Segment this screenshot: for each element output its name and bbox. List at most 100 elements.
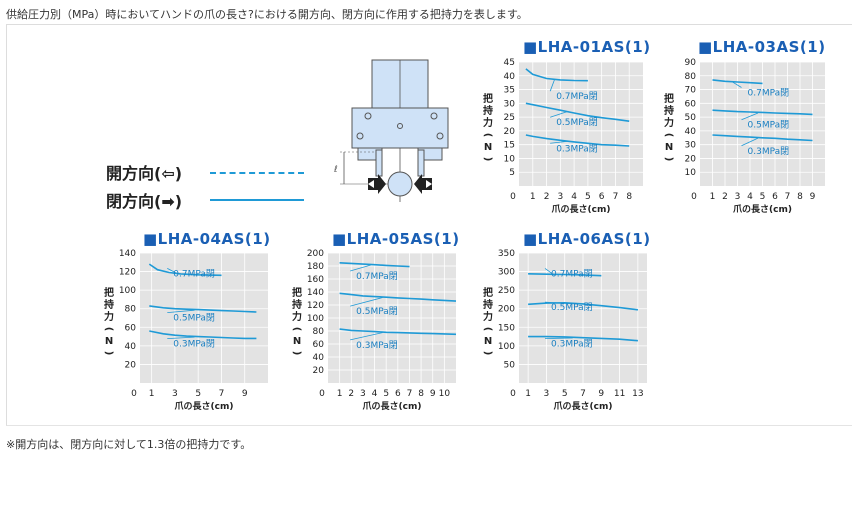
x-tick-label: 9 — [598, 389, 604, 399]
y-tick-label: 25 — [504, 113, 515, 123]
x-tick-label: 1 — [149, 389, 155, 399]
y-axis-label-char: 把 — [483, 286, 493, 299]
y-tick-label: 180 — [307, 262, 324, 272]
x-tick-label: 13 — [632, 389, 643, 399]
y-axis-label-char: 持 — [483, 104, 493, 117]
x-axis-label: 爪の長さ(cm) — [733, 204, 792, 215]
series-label-leader — [732, 81, 742, 88]
y-tick-label: 120 — [307, 301, 324, 311]
gripper-diagram: ℓ — [333, 59, 449, 202]
y-tick-label: 5 — [509, 168, 515, 178]
y-tick-label: 30 — [504, 99, 516, 109]
series-line — [712, 79, 763, 85]
y-axis-label-char: 力 — [664, 116, 674, 129]
x-tick-label: 9 — [242, 389, 248, 399]
x-axis-label: 爪の長さ(cm) — [554, 401, 613, 412]
tick-label-origin: 0 — [510, 389, 516, 399]
y-axis-label-char: N — [105, 336, 113, 347]
x-tick-label: 8 — [797, 192, 803, 202]
x-tick-label: 9 — [810, 192, 816, 202]
y-tick-label: 40 — [125, 342, 137, 352]
y-axis-label-char: 把 — [292, 286, 302, 299]
x-tick-label: 2 — [348, 389, 354, 399]
footnote: ※開方向は、閉方向に対して1.3倍の把持力です。 — [6, 438, 252, 451]
y-tick-label: 80 — [685, 72, 697, 82]
series-label: 0.7MPa閉 — [356, 271, 398, 282]
y-axis-label-char: 力 — [483, 116, 493, 129]
x-tick-label: 8 — [418, 389, 424, 399]
svg-text:ℓ: ℓ — [333, 165, 338, 175]
y-tick-label: 20 — [125, 360, 137, 370]
x-tick-label: 5 — [585, 192, 591, 202]
series-label-leader — [350, 297, 383, 307]
y-axis-label-char: N — [665, 142, 673, 153]
y-axis-label-char: 持 — [483, 298, 493, 311]
y-tick-label: 120 — [119, 268, 136, 278]
y-axis-label-char: 持 — [664, 104, 674, 117]
x-tick-label: 1 — [710, 192, 716, 202]
x-axis-label: 爪の長さ(cm) — [363, 401, 422, 412]
x-tick-label: 3 — [172, 389, 178, 399]
series-label-leader — [741, 112, 759, 121]
x-tick-label: 5 — [195, 389, 201, 399]
y-tick-label: 140 — [307, 288, 324, 298]
y-tick-label: 140 — [119, 249, 136, 259]
x-tick-label: 5 — [760, 192, 766, 202]
series-line — [148, 263, 222, 277]
x-tick-label: 9 — [430, 389, 436, 399]
y-tick-label: 40 — [504, 72, 516, 82]
y-tick-label: 200 — [307, 249, 324, 259]
series-label: 0.3MPa閉 — [356, 340, 398, 351]
x-tick-label: 10 — [439, 389, 451, 399]
series-label: 0.3MPa閉 — [556, 143, 598, 154]
y-axis-label-char: 力 — [483, 310, 493, 323]
x-tick-label: 6 — [599, 192, 605, 202]
series-line — [525, 68, 588, 82]
y-tick-label: 10 — [504, 154, 516, 164]
y-axis-label-char: ) — [663, 157, 674, 162]
workpiece-circle — [387, 171, 413, 197]
series-label-leader — [167, 336, 195, 339]
y-axis-label-char: 把 — [104, 286, 114, 299]
y-tick-label: 10 — [685, 168, 697, 178]
series-label-leader — [350, 332, 383, 341]
x-tick-label: 11 — [614, 389, 625, 399]
series-line — [528, 335, 638, 342]
series-line — [339, 328, 457, 336]
y-axis-label-char: ( — [482, 133, 493, 138]
y-axis-label-char: ) — [482, 351, 493, 356]
x-tick-label: 3 — [544, 389, 550, 399]
y-tick-label: 80 — [313, 327, 325, 337]
y-axis-label-char: N — [484, 336, 492, 347]
y-tick-label: 80 — [125, 305, 137, 315]
x-tick-label: 7 — [407, 389, 413, 399]
y-axis-label-char: ) — [291, 351, 302, 356]
x-tick-label: 6 — [772, 192, 778, 202]
y-tick-label: 70 — [685, 86, 697, 96]
x-tick-label: 2 — [544, 192, 550, 202]
y-tick-label: 20 — [685, 154, 697, 164]
y-tick-label: 15 — [504, 141, 515, 151]
series-label: 0.3MPa閉 — [551, 339, 593, 350]
series-line — [525, 102, 630, 122]
y-axis-label-char: ( — [663, 133, 674, 138]
y-tick-label: 50 — [685, 113, 697, 123]
y-tick-label: 40 — [685, 127, 697, 137]
y-tick-label: 160 — [307, 275, 324, 285]
y-tick-label: 20 — [504, 127, 516, 137]
chart-title-lha-01as: ■LHA-01AS(1) — [523, 38, 651, 56]
y-axis-label-char: ( — [291, 327, 302, 332]
tick-label-origin: 0 — [691, 192, 697, 202]
series-label: 0.7MPa閉 — [173, 268, 215, 279]
y-axis-label-char: ) — [482, 157, 493, 162]
gripper-body-upper — [371, 59, 429, 202]
x-tick-label: 3 — [735, 192, 741, 202]
y-tick-label: 100 — [498, 342, 515, 352]
series-label: 0.3MPa閉 — [748, 146, 790, 157]
chart-title-lha-04as: ■LHA-04AS(1) — [143, 230, 271, 248]
series-label-leader — [544, 337, 573, 339]
series-line — [339, 262, 410, 268]
y-tick-label: 100 — [119, 286, 136, 296]
x-axis-label: 爪の長さ(cm) — [175, 401, 234, 412]
